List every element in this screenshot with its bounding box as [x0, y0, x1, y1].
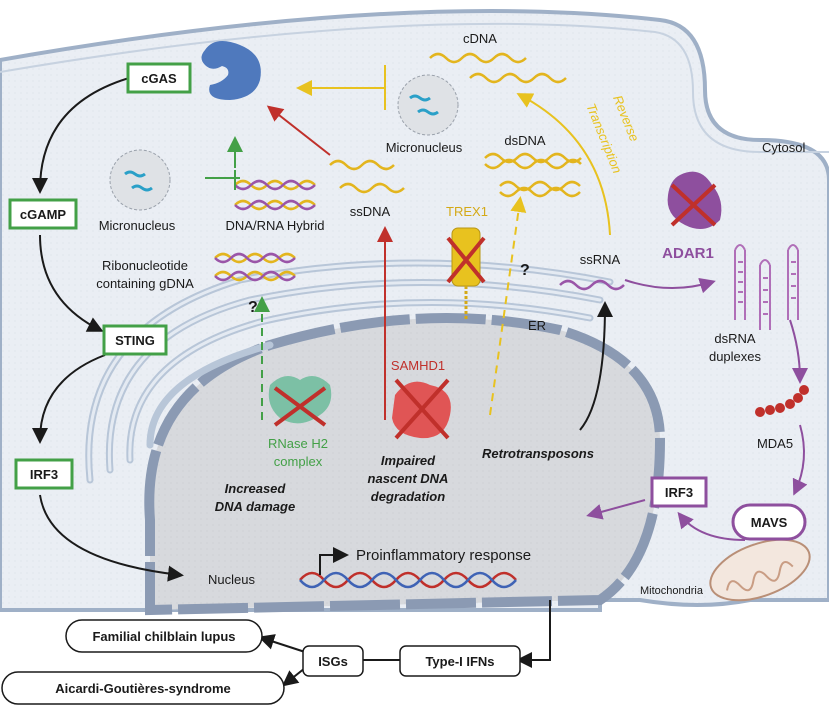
lupus-box: [65, 619, 263, 653]
ssdna-strands-icon: [329, 159, 405, 194]
dsrna-label-line2: duplexes: [709, 349, 762, 364]
cdna-label: cDNA: [463, 31, 497, 46]
ribonucleotide-gdna-icon: [214, 252, 296, 282]
sting-label: STING: [115, 333, 155, 348]
isgs-label: ISGs: [318, 654, 348, 669]
lupus-label: Familial chilblain lupus: [92, 629, 235, 644]
rnase-h2-label-line1: RNase H2: [268, 436, 328, 451]
increased-damage-line1: Increased: [225, 481, 287, 496]
question-mark-left: ?: [248, 299, 258, 316]
dna-helix-icon: [299, 571, 517, 589]
micronucleus-top-label: Micronucleus: [386, 140, 463, 155]
irf3-left-label: IRF3: [30, 467, 58, 482]
samhd1-label: SAMHD1: [391, 358, 445, 373]
ribonucleotide-label-line2: containing gDNA: [96, 276, 194, 291]
samhd1-protein-icon: [392, 378, 451, 440]
ssrna-label: ssRNA: [580, 252, 621, 267]
impaired-line2: nascent DNA: [368, 471, 449, 486]
rnase-h2-protein-icon: [268, 376, 332, 427]
irf3-right-box: [650, 476, 708, 508]
mavs-label: MAVS: [751, 515, 788, 530]
adar1-protein-icon: [667, 171, 722, 229]
dna-rna-hybrid-label: DNA/RNA Hybrid: [226, 218, 325, 233]
cdna-strands-icon: [429, 52, 567, 84]
arrows: [32, 65, 808, 687]
irf3-right-label: IRF3: [665, 485, 693, 500]
ssrna-strand-icon: [559, 279, 625, 291]
increased-damage-line2: DNA damage: [215, 499, 295, 514]
retrotransposons-label: Retrotransposons: [482, 446, 594, 461]
dna-rna-hybrid-icon: [234, 179, 316, 211]
type-i-ifns-box: [399, 645, 521, 677]
dsrna-label-line1: dsRNA: [714, 331, 756, 346]
trex1-protein-icon: [446, 227, 486, 321]
proinflammatory-label: Proinflammatory response: [356, 547, 531, 564]
question-mark-right: ?: [520, 262, 530, 279]
cgas-protein-icon: [201, 41, 261, 100]
cell-membrane-inner: [0, 22, 829, 153]
cytosol-label: Cytosol: [762, 140, 805, 155]
cgamp-label: cGAMP: [20, 207, 67, 222]
mitochondria-label: Mitochondria: [640, 585, 704, 597]
ssdna-label: ssDNA: [350, 204, 391, 219]
isgs-box: [302, 645, 364, 677]
irf3-left-box: [14, 458, 74, 490]
cgas-label: cGAS: [141, 71, 177, 86]
micronucleus-left-icon: [109, 149, 171, 211]
sting-box: [102, 324, 168, 356]
dsrna-duplex-icon: [734, 244, 799, 330]
micronucleus-top-icon: [397, 74, 459, 136]
er-label: ER: [528, 318, 546, 333]
nucleus-label: Nucleus: [208, 572, 255, 587]
type-i-ifns-label: Type-I IFNs: [425, 654, 494, 669]
trex1-label: TREX1: [446, 204, 488, 219]
impaired-line3: degradation: [371, 489, 445, 504]
ags-box: [1, 671, 285, 705]
impaired-line1: Impaired: [381, 453, 436, 468]
dsdna-strands-icon: [484, 152, 582, 198]
adar1-label: ADAR1: [662, 245, 714, 262]
micronucleus-left-label: Micronucleus: [99, 218, 176, 233]
ribonucleotide-label-line1: Ribonucleotide: [102, 258, 188, 273]
mda5-label: MDA5: [757, 436, 793, 451]
mitochondria-icon: [709, 538, 811, 602]
cgamp-box: [8, 198, 78, 230]
mda5-protein-icon: [755, 385, 809, 417]
ags-label: Aicardi-Goutières-syndrome: [55, 681, 231, 696]
cgas-box: [126, 62, 192, 94]
mavs-box: [731, 503, 807, 541]
dsdna-label: dsDNA: [504, 133, 546, 148]
rnase-h2-label-line2: complex: [274, 454, 323, 469]
